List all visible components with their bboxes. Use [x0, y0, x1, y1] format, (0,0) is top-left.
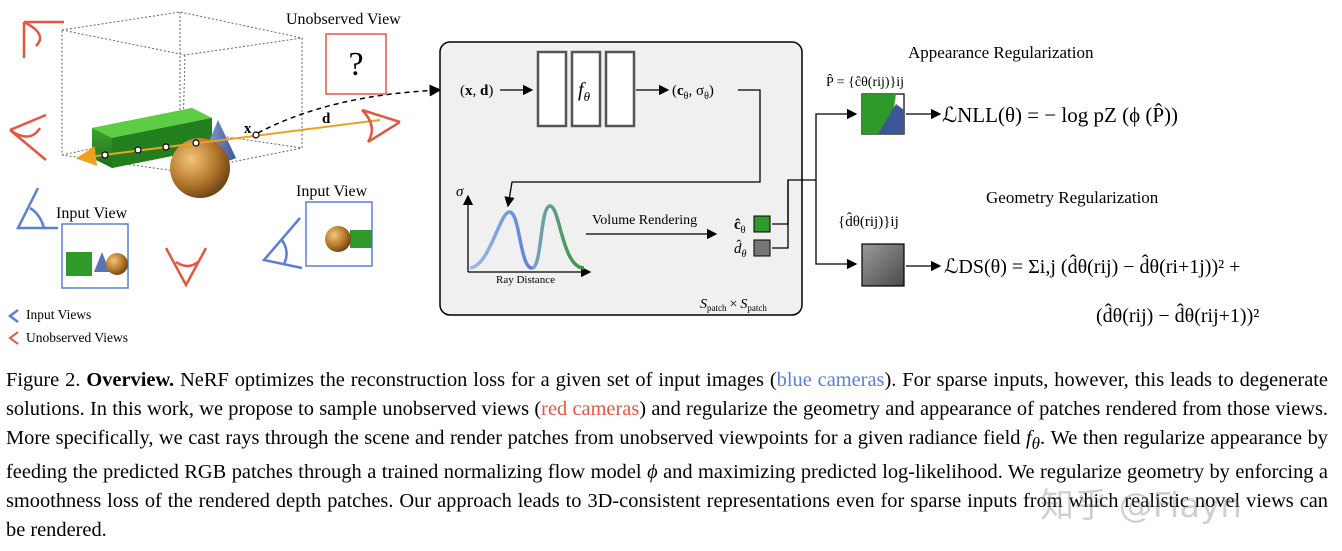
- depth-patch: [861, 243, 905, 287]
- volume-rendering-label: Volume Rendering: [592, 213, 697, 228]
- unobserved-question-mark: ?: [348, 46, 363, 83]
- ray-direction-label: d: [322, 111, 331, 127]
- rgb-patch: [861, 93, 905, 135]
- unobserved-view-label: Unobserved View: [286, 11, 401, 28]
- patch-space-label: Spatch×Spatch: [700, 297, 767, 313]
- caption-text-2: ). For sparse inputs, however, this lead…: [6, 369, 1328, 420]
- camera-ray: [76, 119, 381, 166]
- caption-red-cameras: red cameras: [541, 398, 640, 420]
- watermark: 知乎 @Fiayn: [1040, 486, 1242, 526]
- blue-camera-icon: [15, 187, 303, 270]
- caption-f: f: [1025, 427, 1032, 449]
- nll-loss-equation: ℒNLL(θ) = − log pZ (ϕ (P̂)): [942, 103, 1178, 127]
- appearance-title: Appearance Regularization: [908, 43, 1094, 62]
- caption-text-3: ) and regularize the geometry and appear…: [6, 398, 1329, 449]
- pipeline-panel: [439, 41, 803, 316]
- dashed-link: [257, 84, 442, 134]
- input-view-label-right: Input View: [296, 183, 368, 200]
- caption-text-4: . We then regularize appearance by feedi…: [6, 427, 1328, 484]
- caption-blue-cameras: blue cameras: [776, 369, 885, 391]
- caption-lead: Figure 2.: [6, 369, 81, 391]
- unobserved-view-image: [325, 33, 387, 95]
- caption-bold: Overview.: [86, 369, 175, 391]
- mlp-output-label: (cθ, σθ): [672, 83, 714, 102]
- p-hat-set: P̂ = {ĉθ(rij)}ij: [826, 73, 904, 90]
- legend: Input Views Unobserved Views: [7, 307, 128, 345]
- mlp-input-label: (x, d): [460, 83, 493, 99]
- brown-sphere-object: [170, 138, 230, 198]
- ray-point-label: x: [244, 121, 252, 137]
- flow-arrow-down: [504, 89, 761, 208]
- d-hat-label: d̂θ: [734, 240, 747, 260]
- caption-theta: θ: [1031, 434, 1040, 454]
- ds-loss-equation-line2: (d̂θ(rij) − d̂θ(rij+1))²: [1096, 302, 1259, 327]
- density-plot: σ Ray Distance: [456, 184, 592, 286]
- mlp-label: fθ: [578, 79, 591, 104]
- caption-text-1: NeRF optimizes the reconstruction loss f…: [180, 369, 777, 391]
- legend-input-label: Input Views: [26, 307, 91, 322]
- input-view-image-right: [305, 201, 373, 267]
- caption-phi: ϕ: [647, 461, 658, 484]
- sigma-axis-label: σ: [456, 184, 464, 200]
- branch-arrows: [772, 108, 856, 264]
- input-view-image-left: [61, 223, 129, 289]
- input-view-label-left: Input View: [56, 205, 128, 222]
- c-hat-label: ĉθ: [734, 217, 746, 236]
- ray-distance-label: Ray Distance: [496, 274, 555, 286]
- ds-loss-equation-line1: ℒDS(θ) = Σi,j (d̂θ(rij) − d̂θ(ri+1j))² +: [944, 253, 1240, 278]
- depth-swatch: [753, 239, 771, 257]
- legend-unobserved-icon: [8, 331, 19, 345]
- legend-input-icon: [7, 309, 19, 323]
- rgb-swatch: [753, 215, 771, 233]
- overview-figure: x d Unobserved View ? Input View Input V…: [7, 11, 1259, 345]
- mlp-network: [536, 50, 636, 128]
- d-hat-set: {d̂θ(rij)}ij: [838, 212, 899, 230]
- caption-text-5: and maximizing predicted log-likelihood.…: [6, 461, 1328, 542]
- legend-unobserved-label: Unobserved Views: [26, 330, 128, 345]
- figure-caption: Figure 2. Overview. NeRF optimizes the r…: [6, 366, 1328, 545]
- red-camera-icon: [9, 20, 401, 288]
- geometry-title: Geometry Regularization: [986, 188, 1159, 207]
